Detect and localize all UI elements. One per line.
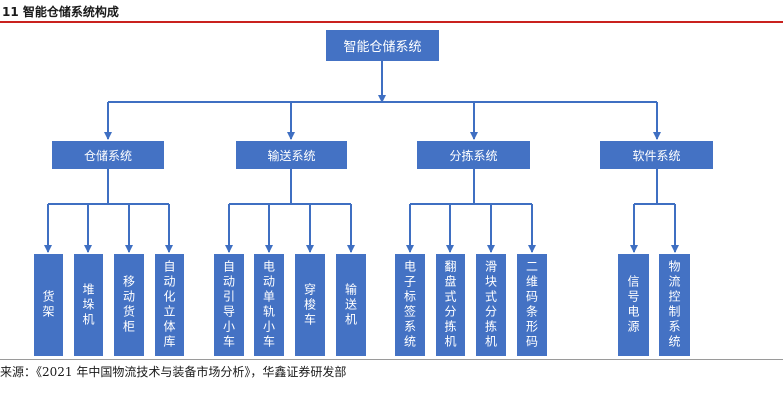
leaf-node-signal-power: 信号电源 — [618, 254, 649, 356]
leaf-label: 二维码条形码 — [524, 260, 539, 350]
category-node-sorting: 分拣系统 — [417, 141, 530, 169]
leaf-label: 翻盘式分拣机 — [443, 260, 457, 350]
category-label: 软件系统 — [632, 148, 681, 163]
source-note: 来源：《2021 年中国物流技术与装备市场分析》，华鑫证券研发部 — [0, 365, 347, 379]
leaf-node-conveyor: 输送机 — [336, 254, 366, 356]
leaf-label: 电子标签系统 — [402, 260, 417, 350]
leaf-node-sliding-shoe-sorter: 滑块式分拣机 — [476, 254, 506, 356]
leaf-node-monorail-car: 电动单轨小车 — [254, 254, 284, 356]
category-node-software: 软件系统 — [600, 141, 713, 169]
leaf-label: 物流控制系统 — [667, 260, 681, 350]
leaf-label: 移动货柜 — [121, 275, 136, 335]
root-node: 智能仓储系统 — [326, 30, 439, 61]
leaf-node-shelf: 货架 — [34, 254, 63, 356]
leaf-node-stacker-crane: 堆垛机 — [74, 254, 103, 356]
leaf-label: 滑块式分拣机 — [483, 260, 498, 350]
source-rule — [0, 359, 783, 360]
leaf-node-logistics-control: 物流控制系统 — [659, 254, 690, 356]
leaf-label: 货架 — [41, 290, 55, 320]
leaf-label: 自动引导小车 — [221, 260, 236, 350]
leaf-node-agv: 自动引导小车 — [214, 254, 244, 356]
category-node-conveying: 输送系统 — [236, 141, 347, 169]
leaf-node-automated-warehouse: 自动化立体库 — [155, 254, 184, 356]
category-label: 输送系统 — [267, 148, 316, 163]
leaf-node-tilt-tray-sorter: 翻盘式分拣机 — [436, 254, 465, 356]
leaf-node-electronic-label: 电子标签系统 — [395, 254, 425, 356]
title-rule — [0, 21, 783, 23]
leaf-label: 自动化立体库 — [162, 260, 176, 350]
leaf-label: 堆垛机 — [81, 282, 95, 328]
leaf-node-mobile-cabinet: 移动货柜 — [114, 254, 144, 356]
category-label: 仓储系统 — [83, 148, 132, 163]
leaf-node-barcode: 二维码条形码 — [517, 254, 547, 356]
leaf-label: 电动单轨小车 — [261, 260, 276, 350]
category-node-storage: 仓储系统 — [52, 141, 164, 169]
figure-title: 11 智能仓储系统构成 — [2, 5, 119, 19]
root-label: 智能仓储系统 — [343, 40, 422, 55]
leaf-label: 穿梭车 — [302, 282, 317, 328]
leaf-node-shuttle: 穿梭车 — [295, 254, 325, 356]
category-label: 分拣系统 — [449, 148, 498, 163]
leaf-label: 信号电源 — [626, 275, 640, 335]
leaf-label: 输送机 — [343, 282, 358, 328]
